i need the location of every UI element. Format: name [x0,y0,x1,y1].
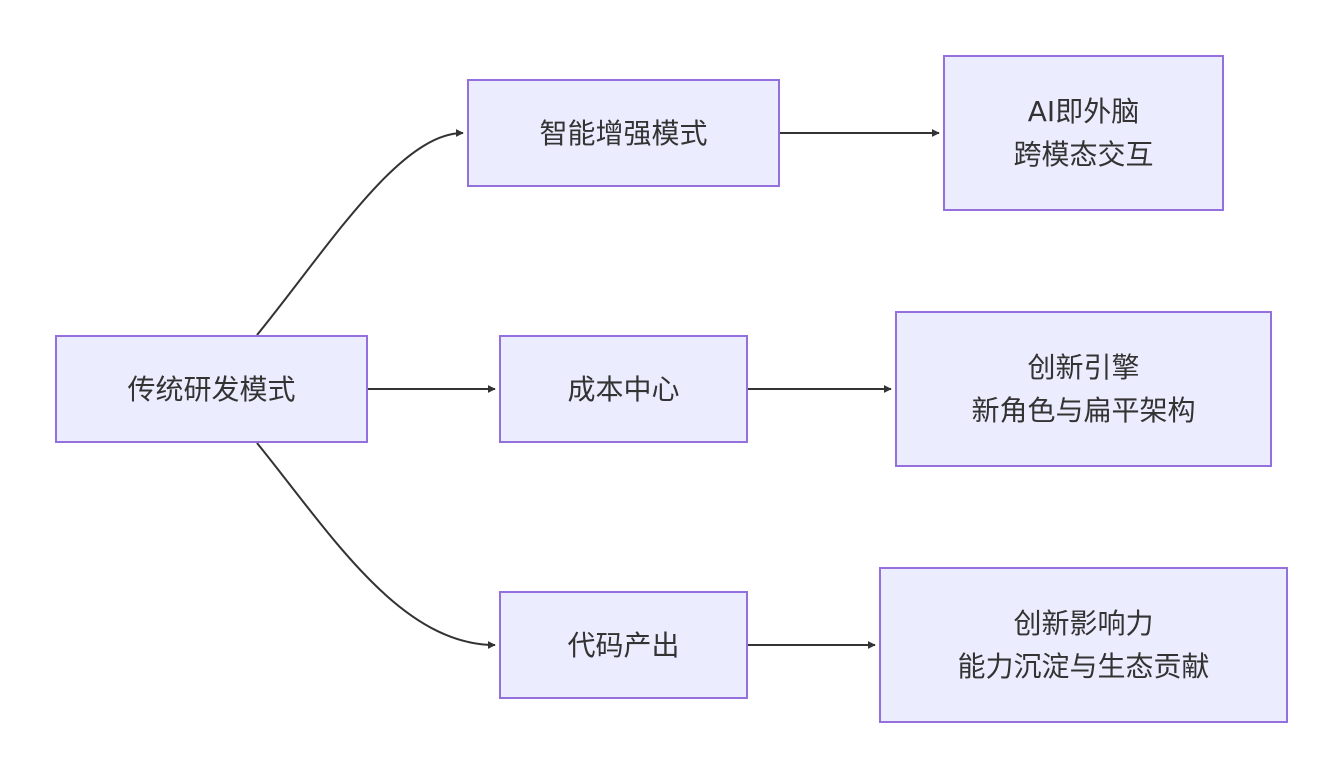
node-smart-enhanced-mode: 智能增强模式 [467,79,780,187]
node-innovation-influence: 创新影响力 能力沉淀与生态贡献 [879,567,1288,723]
node-label-line-2: 新角色与扁平架构 [971,394,1196,427]
node-code-output: 代码产出 [499,591,748,699]
node-ai-external-brain: AI即外脑 跨模态交互 [943,55,1224,211]
node-label-line-1: AI即外脑 [1027,95,1140,128]
edge-traditional-to-code [256,442,496,649]
node-label: 智能增强模式 [539,116,708,150]
node-label: 传统研发模式 [127,372,296,406]
node-label: 成本中心 [567,372,680,406]
node-label-line-2: 跨模态交互 [1013,138,1154,171]
node-traditional-rd-mode: 传统研发模式 [55,335,368,443]
node-cost-center: 成本中心 [499,335,748,443]
edge-traditional-to-smart [256,129,464,336]
node-label-line-2: 能力沉淀与生态贡献 [957,650,1210,683]
node-label-line-1: 创新影响力 [1013,607,1154,640]
node-label: 代码产出 [567,628,680,662]
node-label-line-1: 创新引擎 [1027,351,1140,384]
node-innovation-engine: 创新引擎 新角色与扁平架构 [895,311,1272,467]
